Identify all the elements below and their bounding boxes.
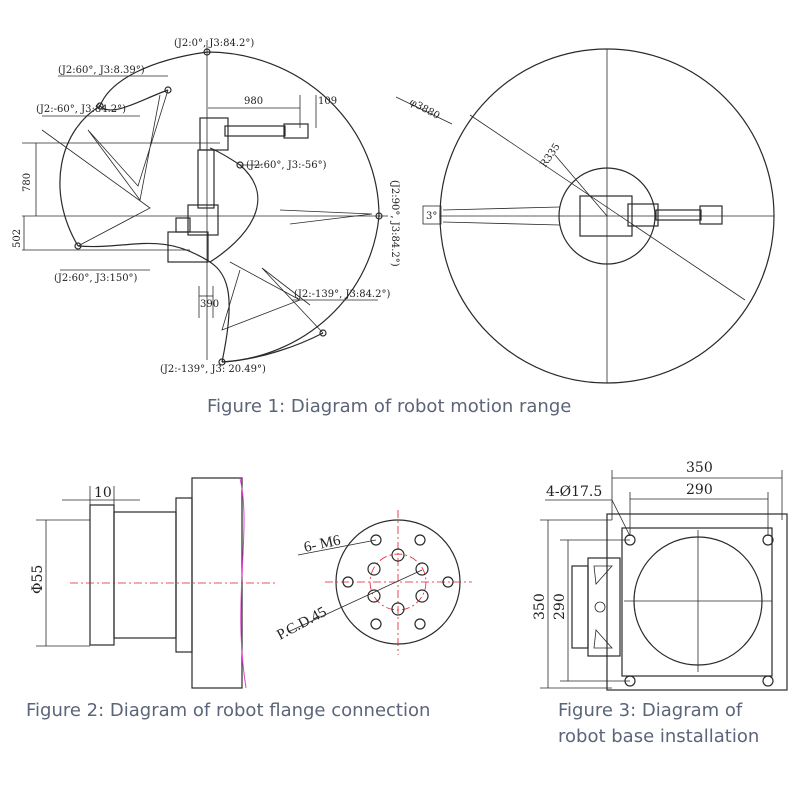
base-inner-width-label: 290 xyxy=(686,482,713,498)
figure2-flange-side: 10 Φ55 xyxy=(30,477,275,689)
flange-pcd-label: P.C.D.45 xyxy=(274,604,329,643)
pose-left-label: (J2:-60°, J3:84.2°) xyxy=(36,104,126,115)
dim-bottom-offset-label: 390 xyxy=(200,299,219,310)
robot-side-body xyxy=(167,117,309,263)
dim-circle-diameter-label: φ3880 xyxy=(408,97,442,122)
figure1-top-view: 3° φ3880 R335 xyxy=(395,48,775,384)
pose-mid-label: (J2:60°, J3:-56°) xyxy=(246,160,327,171)
pose-lower-left-label: (J2:60°, J3:150°) xyxy=(54,273,138,284)
dim-base-radius-label: R335 xyxy=(538,142,562,170)
flange-thickness-label: 10 xyxy=(94,485,112,501)
figure3-base: 350 290 350 290 4-Ø17.5 xyxy=(532,460,788,691)
base-holes-label: 4-Ø17.5 xyxy=(546,484,602,500)
pose-lower-right-label: (J2:-139°, J3:84.2°) xyxy=(294,289,390,300)
pose-top-label: (J2:0°, J3:84.2°) xyxy=(174,38,254,49)
dim-flange-length-label: 109 xyxy=(318,96,337,107)
pose-right-label: (J2:90°, J3:84.2°) xyxy=(389,180,400,267)
envelope-left-arc xyxy=(59,51,208,247)
figure2-flange-face: 6- M6 P.C.D.45 xyxy=(274,510,472,655)
dim-angle-label: 3° xyxy=(426,211,437,222)
base-outer-height-label: 350 xyxy=(532,593,548,620)
dim-height-lower-label: 502 xyxy=(12,229,23,248)
flange-holes-label: 6- M6 xyxy=(303,532,343,555)
figure1-side-view: (J2:0°, J3:84.2°) (J2:60°, J3:8.39°) (J2… xyxy=(12,38,400,375)
envelope-outer-arc xyxy=(206,51,380,363)
flange-bolt-holes xyxy=(342,534,454,630)
base-outer-width-label: 350 xyxy=(686,460,713,476)
figure2-caption: Figure 2: Diagram of robot flange connec… xyxy=(26,700,431,721)
dim-height-upper-label: 780 xyxy=(22,173,33,192)
pose-bottom-label: (J2:-139°, J3: 20.49°) xyxy=(160,364,266,375)
base-mount-holes xyxy=(624,534,774,687)
base-plate xyxy=(606,513,788,691)
robot-top-body xyxy=(579,195,723,237)
figure3-caption-line1: Figure 3: Diagram of xyxy=(558,700,743,721)
envelope-inner-arc xyxy=(77,147,259,263)
base-inner-height-label: 290 xyxy=(552,593,568,620)
pose-upper-left-label: (J2:60°, J3:8.39°) xyxy=(58,65,145,76)
figure1-caption: Figure 1: Diagram of robot motion range xyxy=(207,396,572,417)
figure3-caption-line2: robot base installation xyxy=(558,726,760,747)
flange-diameter-label: Φ55 xyxy=(30,565,46,594)
dim-reach-label: 980 xyxy=(244,96,263,107)
